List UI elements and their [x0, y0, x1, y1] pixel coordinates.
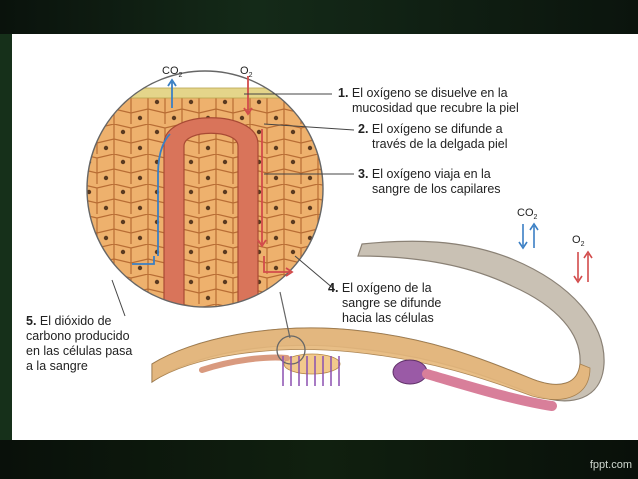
slide-top-border — [0, 0, 638, 34]
co2-arrows-side — [518, 222, 539, 250]
capillary-loop — [163, 117, 259, 307]
respiration-diagram — [86, 70, 605, 411]
o2-label-side: O2 — [572, 234, 585, 249]
co2-label-top: CO2 — [162, 65, 183, 80]
magnified-tissue — [87, 71, 323, 307]
slide-left-border — [0, 34, 12, 440]
diffusion-arrows-body — [282, 356, 340, 386]
o2-label-top: O2 — [240, 65, 253, 80]
earthworm — [151, 240, 605, 411]
watermark: fppt.com — [589, 459, 632, 471]
leader-lines — [111, 93, 355, 317]
step-4-label: 4. El oxígeno de la sangre se difunde ha… — [328, 281, 442, 325]
o2-arrows-side — [573, 250, 593, 284]
step-3-label: 3. El oxígeno viaja en la sangre de los … — [358, 167, 501, 196]
step-5-label: 5. El dióxido de carbono producido en la… — [26, 314, 133, 373]
magnifier-big-circle — [86, 70, 324, 308]
co2-arrows-circle — [132, 78, 177, 265]
magnifier-line — [279, 291, 291, 339]
slide-bottom-border — [0, 440, 638, 479]
step-2-label: 2. El oxígeno se difunde a través de la … — [358, 122, 508, 151]
slide-canvas: CO2 O2 CO2 O2 1. El oxígeno se disuelve … — [12, 34, 638, 440]
step-1-label: 1. El oxígeno se disuelve en la mucosida… — [338, 86, 519, 115]
co2-label-side: CO2 — [517, 207, 538, 222]
